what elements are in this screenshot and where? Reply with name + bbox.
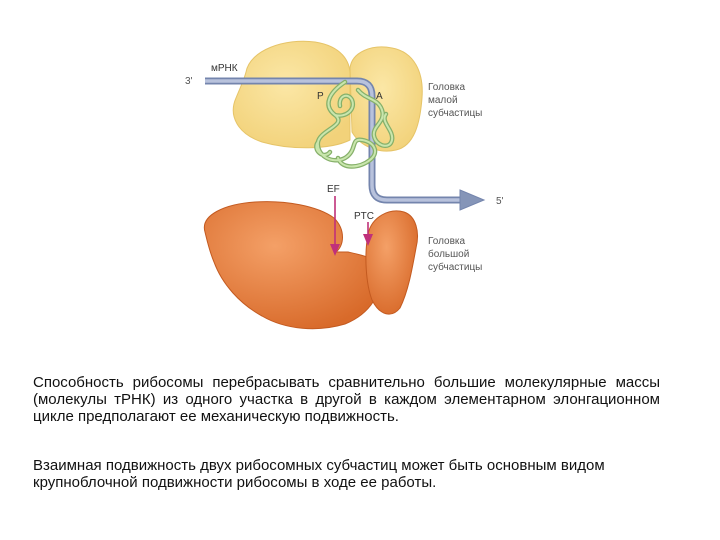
svg-text:Головка: Головка: [428, 82, 466, 93]
five-prime-label: 5': [496, 196, 504, 207]
small-subunit: [232, 40, 423, 152]
large-subunit: [203, 201, 418, 330]
mrna-label: мРНК: [211, 63, 238, 74]
small-subunit-right-lobe: [349, 46, 423, 152]
svg-text:субчастицы: субчастицы: [428, 107, 482, 119]
svg-text:Головка: Головка: [428, 236, 466, 247]
paragraph-subunit-mobility: Взаимная подвижность двух рибосомных суб…: [33, 457, 605, 491]
svg-text:малой: малой: [428, 95, 458, 106]
trna-molecules: [314, 79, 395, 169]
paragraph-mechanical-mobility: Способность рибосомы перебрасывать сравн…: [33, 374, 660, 425]
ribosome-diagram: мРНК 3' 5' P A Головка малой субчастицы …: [185, 40, 504, 330]
svg-text:субчастицы: субчастицы: [428, 261, 482, 273]
ptc-arrow: [363, 222, 373, 246]
ef-label: EF: [327, 184, 340, 195]
p-site-label: P: [317, 91, 324, 102]
ptc-label: PTC: [354, 211, 374, 222]
large-head-label: Головка большой субчастицы: [428, 236, 482, 273]
ef-arrow: [330, 196, 340, 256]
mrna-arrowhead: [459, 189, 486, 211]
mrna-strand: [205, 77, 486, 211]
a-site-label: A: [376, 91, 383, 102]
small-head-label: Головка малой субчастицы: [428, 82, 482, 119]
large-subunit-right-lobe: [365, 210, 418, 315]
svg-text:большой: большой: [428, 248, 469, 260]
three-prime-label: 3': [185, 76, 193, 87]
